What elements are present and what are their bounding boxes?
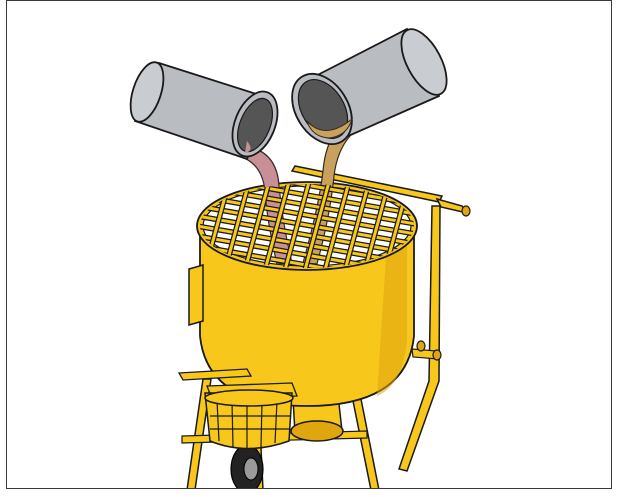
bucket-left-icon <box>124 58 286 163</box>
bucket-right-icon <box>280 22 456 155</box>
mixer-illustration <box>7 1 612 489</box>
figure-frame <box>6 0 612 489</box>
wheel-icon <box>231 445 263 489</box>
